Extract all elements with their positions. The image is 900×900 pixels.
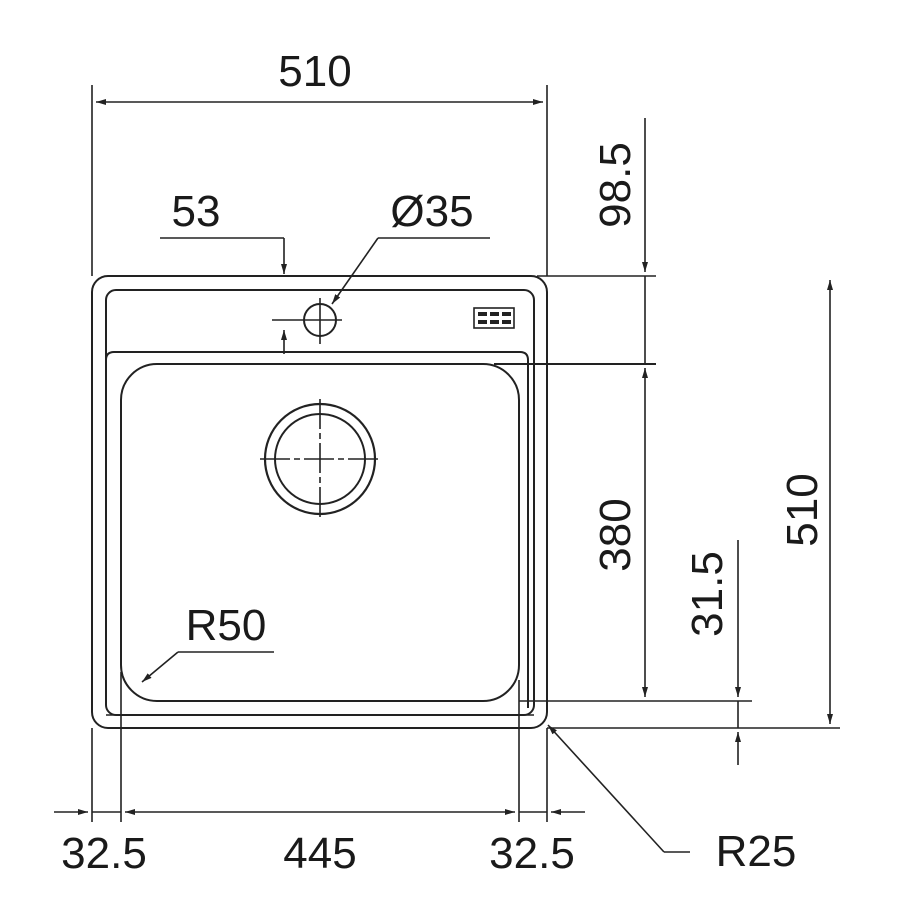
overflow-slot-icon	[473, 307, 515, 329]
dimension-bowl-depth: 380	[519, 368, 752, 702]
dimension-inner-radius: R50	[141, 601, 274, 683]
dim-label-inner-radius: R50	[186, 601, 267, 650]
dimension-top-width: 510	[91, 47, 548, 276]
dimension-bottom-margin: 31.5	[683, 540, 741, 765]
dimension-overall-height: 510	[547, 280, 840, 729]
dim-label-overall-height: 510	[778, 473, 827, 546]
dimension-tap-hole: Ø35	[331, 187, 490, 305]
dim-label-left-margin: 32.5	[61, 829, 147, 878]
dim-label-bottom-margin: 31.5	[683, 551, 732, 637]
bowl-ledge	[105, 351, 656, 708]
dimension-bottom-widths: 32.5 445 32.5	[54, 672, 585, 878]
sink-outer-rim	[91, 275, 548, 729]
dim-label-bowl-depth: 380	[591, 498, 640, 571]
dim-label-top-width: 510	[278, 47, 351, 96]
dim-label-bowl-width: 445	[283, 829, 356, 878]
dimension-top-to-bowl: 98.5	[537, 118, 656, 364]
dim-label-corner-radius: R25	[716, 827, 797, 876]
dimension-corner-radius: R25	[547, 724, 797, 876]
tap-hole-icon	[272, 298, 344, 365]
dim-label-tap-offset: 53	[172, 187, 221, 236]
drain-icon	[260, 399, 380, 519]
dimension-tap-offset: 53	[160, 187, 287, 354]
dim-label-tap-hole: Ø35	[390, 187, 473, 236]
dim-label-top-to-bowl: 98.5	[591, 142, 640, 228]
dim-label-right-margin: 32.5	[489, 829, 575, 878]
bowl-basin	[106, 363, 534, 716]
